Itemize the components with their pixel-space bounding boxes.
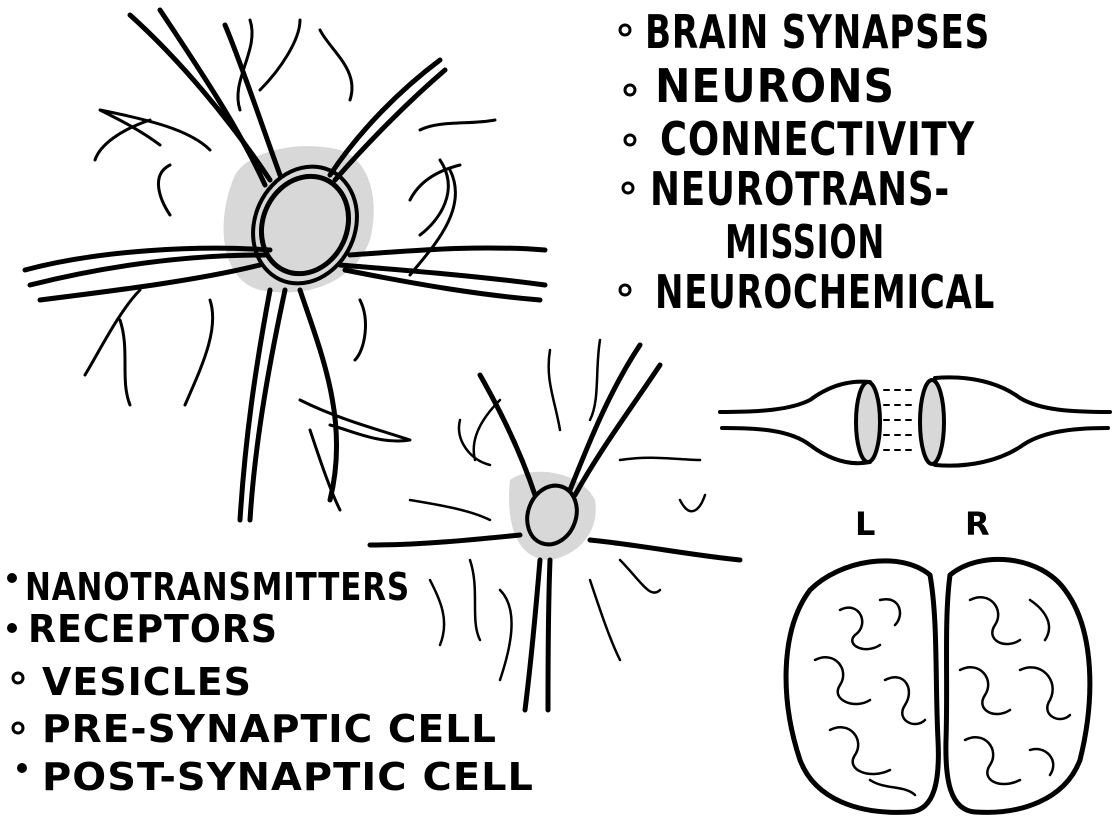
top-list-bullet-5: [620, 285, 630, 295]
top-list-item-4-line-2: MISSION: [725, 215, 885, 269]
synaptic-cleft-transmitters: [884, 390, 916, 450]
bottom-list-bullet-1: [7, 573, 17, 583]
postsynaptic-membrane: [920, 380, 944, 464]
bottom-list: NANOTRANSMITTERS RECEPTORS VESICLES PRE-…: [7, 565, 534, 799]
large-neuron: [25, 10, 545, 520]
brain-gyri: [815, 597, 1070, 795]
bottom-list-item-1: NANOTRANSMITTERS: [25, 565, 410, 609]
bottom-list-item-4: PRE-SYNAPTIC CELL: [42, 707, 497, 751]
synapse-diagram: [720, 377, 1110, 465]
right-hemisphere: [946, 559, 1090, 812]
brain-right-label: R: [965, 505, 991, 543]
presynaptic-terminal: [856, 382, 880, 462]
top-list-bullet-2: [625, 85, 635, 95]
top-list-bullet-1: [620, 25, 630, 35]
top-list-item-3: CONNECTIVITY: [660, 112, 975, 166]
bottom-list-bullet-3: [13, 673, 23, 683]
bottom-list-item-5: POST-SYNAPTIC CELL: [42, 755, 534, 799]
top-list-bullet-3: [625, 135, 635, 145]
bottom-list-bullet-4: [13, 723, 23, 733]
small-neuron: [370, 340, 740, 710]
top-list-item-4-line-1: NEUROTRANS-: [650, 162, 950, 216]
bottom-list-item-2: RECEPTORS: [28, 607, 278, 651]
top-list-item-2: NEURONS: [655, 59, 895, 113]
left-hemisphere: [786, 561, 938, 813]
top-list-item-1: BRAIN SYNAPSES: [645, 5, 990, 59]
top-list-item-5: NEUROCHEMICAL: [655, 265, 995, 319]
brain-diagram: L R: [786, 505, 1090, 812]
top-list-bullet-4: [623, 183, 633, 193]
postsynaptic-dendrite: [935, 377, 1110, 465]
top-list: BRAIN SYNAPSES NEURONS CONNECTIVITY NEUR…: [620, 5, 995, 319]
bottom-list-bullet-2: [7, 623, 17, 633]
bottom-list-item-3: VESICLES: [42, 660, 252, 704]
brain-left-label: L: [855, 505, 876, 543]
bottom-list-bullet-5: [17, 763, 27, 773]
presynaptic-axon: [720, 382, 870, 464]
